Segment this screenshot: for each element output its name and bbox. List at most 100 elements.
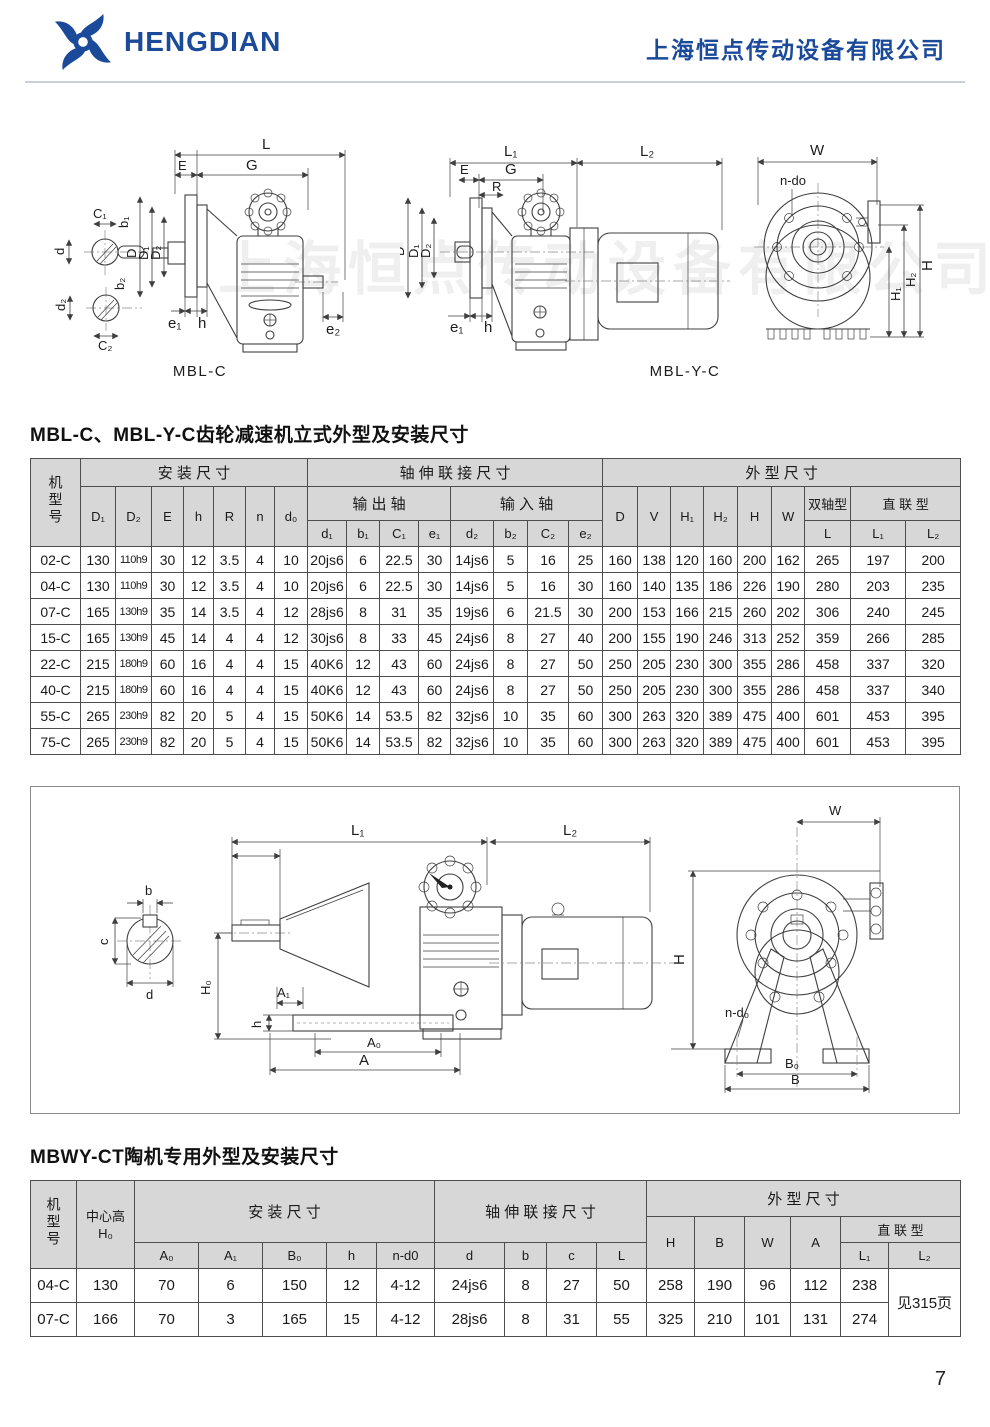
table-cell: 27 [527,650,570,677]
table-cell: 389 [703,728,739,755]
table-cell: 8 [504,1302,547,1337]
col-D1: D₁ [80,486,116,547]
col-n-d0: n-d0 [376,1242,435,1269]
dim-label-A: A [359,1052,369,1069]
table-cell: 4-12 [376,1268,435,1303]
col-D2: D₂ [115,486,152,547]
table-cell: 4 [245,676,275,703]
table-cell: 见315页 [888,1268,962,1337]
table-cell: 4 [213,624,246,651]
table-cell: 24js6 [450,650,495,677]
table-cell: 70 [134,1268,199,1303]
dim-label-d: d [52,248,67,255]
table-cell: 226 [737,572,773,599]
table-cell: 280 [804,572,852,599]
table-cell: 160 [602,546,639,573]
table-cell: 10 [493,728,529,755]
table-cell: 43 [379,650,420,677]
table-cell: 15 [273,702,309,729]
table-cell: 285 [905,624,962,651]
table-cell: 300 [703,650,739,677]
table-cell: 30 [151,546,184,573]
table-cell: 5 [213,728,246,755]
table-cell: 263 [637,702,672,729]
table-cell: 12 [183,572,214,599]
table-cell: 4-12 [376,1302,435,1337]
group-direct-coupled: 直 联 型 [850,486,962,521]
col-H1: H₁ [670,486,705,547]
table-cell: 45 [151,624,184,651]
table-cell: 22.5 [379,546,420,573]
table-cell: 265 [804,546,852,573]
table-cell: 04-C [30,572,81,599]
table-cell: 5 [213,702,246,729]
table-cell: 35 [527,728,570,755]
dimension-table-mbl: 机型号 安 装 尺 寸 轴 伸 联 接 尺 寸 外 型 尺 寸 D₁ D₂ E … [30,458,962,755]
table-cell: 02-C [30,546,81,573]
table-cell: 50 [568,676,604,703]
table-cell: 55 [595,1302,648,1337]
col-model: 机型号 [30,458,81,547]
dim-label-H1: H₁ [888,287,903,301]
table-cell: 130h9 [115,598,152,625]
table-cell: 320 [670,702,705,729]
dim-label-D: D [400,247,407,256]
motor-outline [565,227,730,341]
col-H: H [646,1216,696,1269]
table-cell: 14 [346,702,381,729]
handwheel-knob [418,855,482,919]
table-cell: 14 [183,624,214,651]
dim-label-b2: b₂ [112,278,127,290]
col-W: W [744,1216,792,1269]
table-cell: 22.5 [379,572,420,599]
col-W: W [771,486,806,547]
table-cell: 8 [346,598,381,625]
table-cell: 165 [80,598,116,625]
dim-label-H2: H₂ [903,273,918,287]
section1-title: MBL-C、MBL-Y-C齿轮减速机立式外型及安装尺寸 [30,425,469,446]
dim-label-W: W [810,142,825,159]
dim-label-h: h [198,315,206,332]
col-h: h [326,1242,377,1269]
table-cell: 30 [418,546,452,573]
dim-label-D1: D₁ [136,246,151,260]
table-cell: 50 [595,1268,648,1303]
header-divider [25,81,965,83]
brand-text: HENGDIAN [124,26,282,57]
dim-label-c: c [96,938,111,945]
table-cell: 3.5 [213,598,246,625]
table-cell: 200 [602,624,639,651]
table-cell: 359 [804,624,852,651]
table-cell: 60 [151,650,184,677]
handwheel-knob [244,188,292,236]
input-shaft-section: b₂ d₂ C₂ [53,278,142,353]
group-direct-coupled: 直 联 型 [840,1216,962,1243]
table-cell: 45 [418,624,452,651]
table-cell: 07-C [30,598,81,625]
table-cell: 15 [326,1302,377,1337]
table-cell: 15-C [30,624,81,651]
dim-label-R: R [492,179,501,194]
table-cell: 300 [703,676,739,703]
dim-label-D: D [124,249,139,258]
table-cell: 190 [694,1268,746,1303]
drawing-mbl-y-c: L₁ L₂ E G R D D₁ D₂ [400,143,730,380]
table-cell: 400 [771,702,806,729]
table-cell: 395 [905,702,962,729]
col-A: A [790,1216,842,1269]
dim-label-h: h [249,1021,264,1028]
table-cell: 4 [245,572,275,599]
caption-mbl-y-c: MBL-Y-C [650,363,721,380]
table-cell: 266 [850,624,907,651]
table-cell: 40K6 [307,676,348,703]
table-cell: 458 [804,676,852,703]
table-cell: 240 [850,598,907,625]
table-cell: 50K6 [307,702,348,729]
table-cell: 15 [273,650,309,677]
table-cell: 14js6 [450,572,495,599]
table-cell: 325 [646,1302,696,1337]
